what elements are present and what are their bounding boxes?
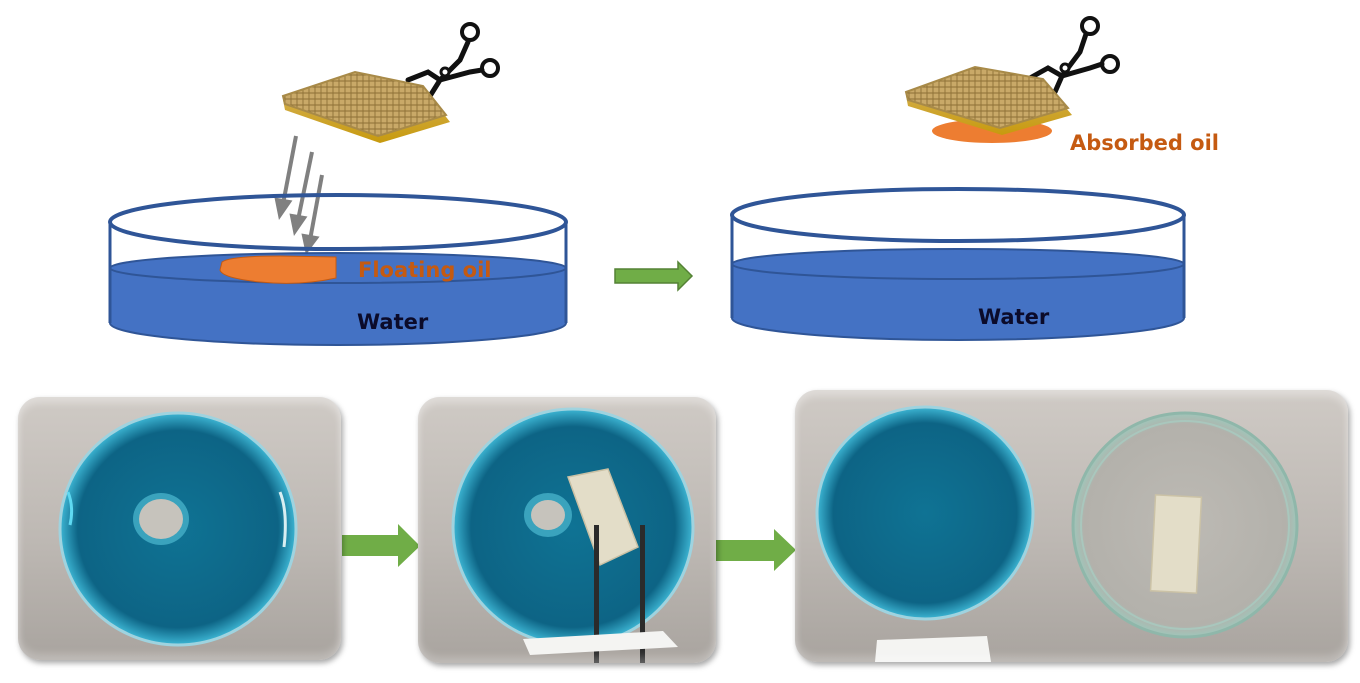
sponge-photo	[1149, 494, 1203, 594]
sponge-icon	[904, 65, 1072, 135]
process-arrow-bottom-1	[342, 524, 420, 567]
water-label-right: Water	[978, 305, 1050, 329]
sponge-icon	[281, 70, 450, 143]
petri-dish-photo	[451, 407, 695, 647]
process-arrow-top	[614, 260, 694, 292]
process-arrow-bottom-2	[716, 529, 796, 571]
petri-dish-right: Water	[730, 187, 1186, 341]
floating-oil-shape	[219, 255, 337, 284]
sponge-with-tweezers-left	[281, 22, 500, 143]
photo-3-clean-water-and-sponge	[795, 390, 1348, 662]
photo-2-sponge-absorbing	[418, 397, 716, 663]
sponge-with-tweezers-right: Absorbed oil	[904, 16, 1219, 155]
tweezers-photo	[594, 525, 599, 663]
petri-dish-left: Floating oil Water	[108, 193, 568, 346]
drop-arrows	[274, 135, 324, 255]
floating-oil-label: Floating oil	[358, 258, 492, 282]
absorbed-oil-label: Absorbed oil	[1070, 131, 1219, 155]
tweezers-icon	[1027, 16, 1120, 95]
petri-dish-photo-clean-water	[815, 405, 1035, 621]
tweezers-icon	[405, 22, 500, 99]
water-label-left: Water	[357, 310, 429, 334]
sponge-photo	[566, 468, 639, 567]
photo-1-oil-on-water	[18, 397, 341, 660]
